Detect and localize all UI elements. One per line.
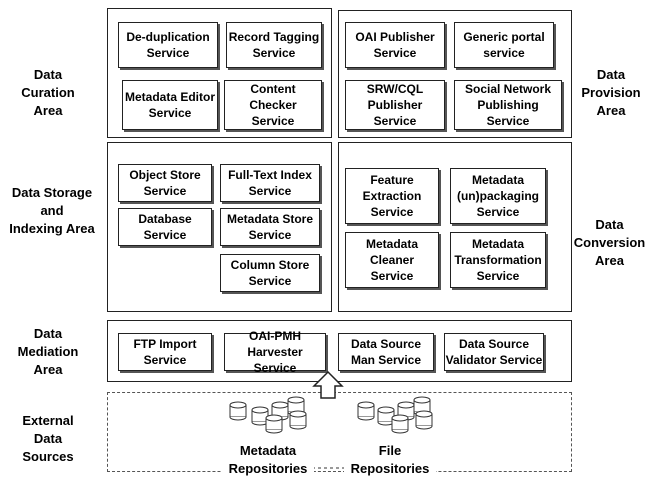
metadata-transformation-service: Metadata Transformation Service (450, 232, 546, 288)
panel-conversion (338, 142, 572, 312)
file-repositories-label: File Repositories (344, 442, 436, 478)
area-label-curation: Data Curation Area (21, 67, 75, 118)
area-label-external: External Data Sources (22, 413, 74, 464)
panel-storage (107, 142, 332, 312)
column-store-service: Column Store Service (220, 254, 320, 292)
fulltext-index-service: Full-Text Index Service (220, 164, 320, 202)
metadata-cleaner-service: Metadata Cleaner Service (345, 232, 439, 288)
database-cylinder-icon (265, 414, 283, 434)
object-store-service: Object Store Service (118, 164, 212, 202)
database-cylinder-icon (415, 410, 433, 430)
ftp-import-service: FTP Import Service (118, 333, 212, 371)
up-arrow-icon (312, 370, 344, 399)
metadata-repositories-label: Metadata Repositories (222, 442, 314, 478)
data-source-validator-service: Data Source Validator Service (444, 333, 544, 371)
area-label-provision: Data Provision Area (581, 67, 641, 118)
panel-external (107, 392, 572, 472)
feature-extraction-service: Feature Extraction Service (345, 168, 439, 224)
deduplication-service: De-duplication Service (118, 22, 218, 68)
generic-portal-service: Generic portal service (454, 22, 554, 68)
panel-provision (338, 10, 572, 138)
metadata-editor-service: Metadata Editor Service (122, 80, 218, 130)
database-cylinder-icon (289, 410, 307, 430)
metadata-store-service: Metadata Store Service (220, 208, 320, 246)
database-service: Database Service (118, 208, 212, 246)
database-cylinder-icon (377, 406, 395, 426)
oai-publisher-service: OAI Publisher Service (345, 22, 445, 68)
record-tagging-service: Record Tagging Service (226, 22, 322, 68)
metadata-unpackaging-service: Metadata (un)packaging Service (450, 168, 546, 224)
area-label-storage: Data Storage and Indexing Area (9, 185, 95, 236)
panel-curation (107, 8, 332, 138)
srw-cql-publisher-service: SRW/CQL Publisher Service (345, 80, 445, 130)
database-cylinder-icon (357, 401, 375, 421)
database-cylinder-icon (391, 414, 409, 434)
database-cylinder-icon (229, 401, 247, 421)
data-source-man-service: Data Source Man Service (338, 333, 434, 371)
panel-mediation (107, 320, 572, 382)
database-cylinder-icon (251, 406, 269, 426)
area-label-mediation: Data Mediation Area (17, 326, 79, 377)
social-network-publishing-service: Social Network Publishing Service (454, 80, 562, 130)
area-label-conversion: Data Conversion Area (573, 217, 646, 268)
content-checker-service: Content Checker Service (224, 80, 322, 130)
